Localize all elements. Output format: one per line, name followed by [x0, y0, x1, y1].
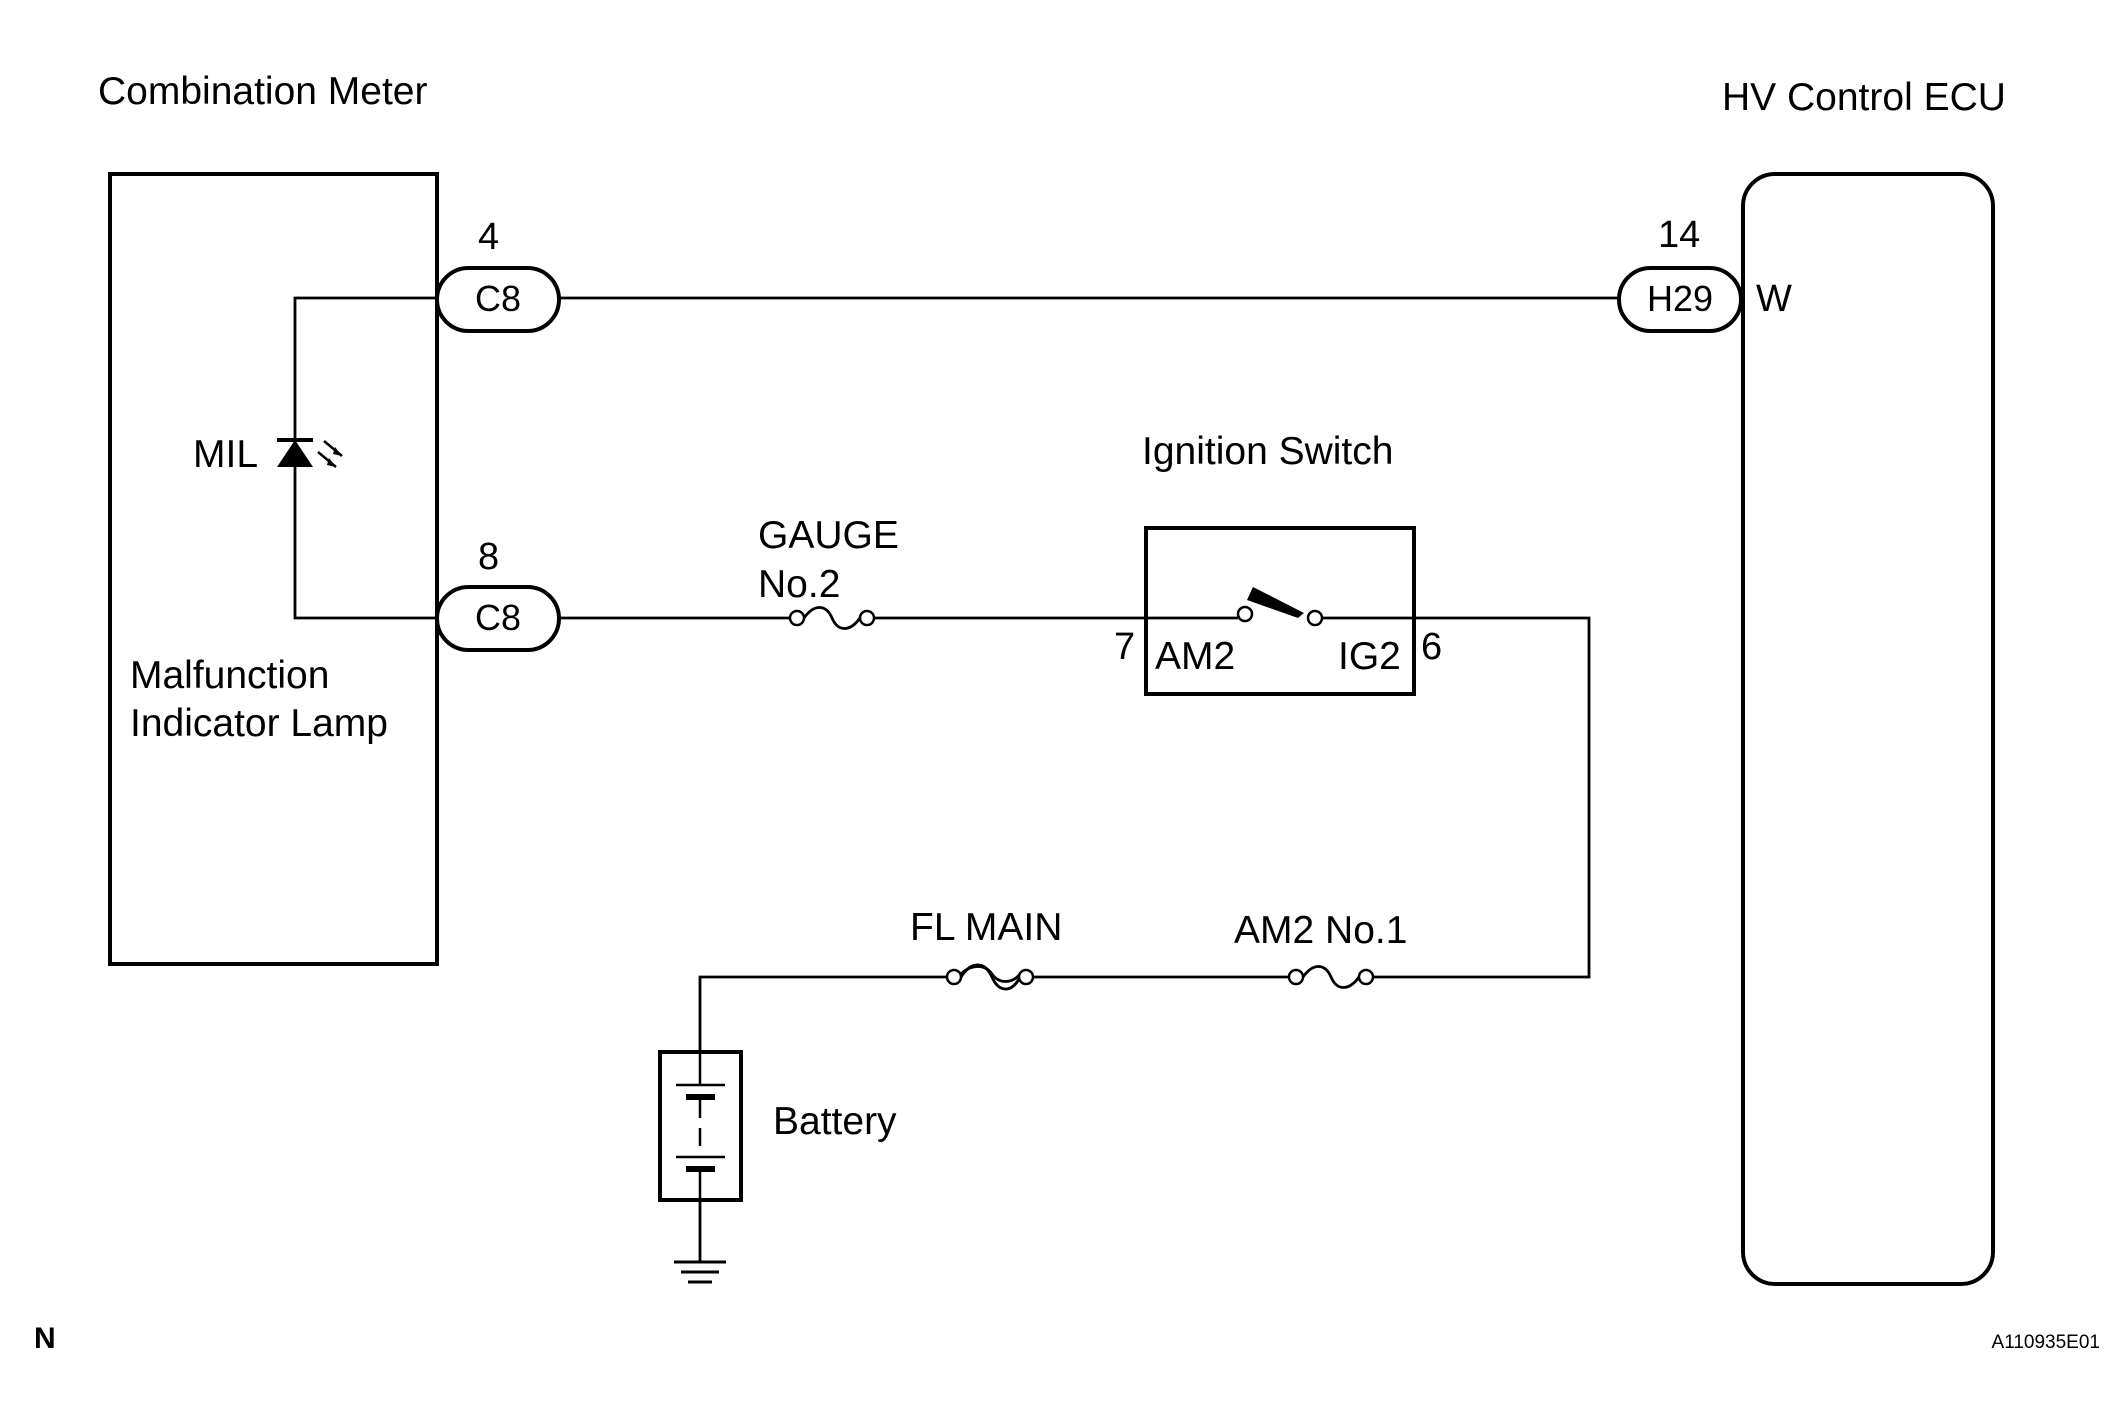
connector-h29-label: H29	[1647, 278, 1713, 319]
pin-8-number: 8	[478, 536, 499, 578]
battery-label: Battery	[773, 1100, 897, 1143]
led-icon	[277, 438, 343, 468]
ecu-terminal-w: W	[1756, 278, 1792, 320]
wire-ig2-to-am2-fuse	[1370, 616, 1591, 979]
combination-meter-box	[108, 172, 439, 966]
corner-letter: N	[34, 1322, 56, 1355]
pin-4-number: 4	[478, 216, 499, 258]
switch-contact-icon	[1146, 587, 1414, 627]
figure-code: A110935E01	[1992, 1332, 2100, 1353]
switch-pin-6: 6	[1421, 626, 1442, 668]
hv-ecu-box	[1741, 172, 1995, 1286]
connector-c8-top-label: C8	[475, 278, 521, 319]
pin-14-number: 14	[1658, 214, 1700, 256]
wire-fl-main-to-battery	[698, 975, 947, 1052]
fl-main-label: FL MAIN	[910, 906, 1062, 949]
battery-icon	[676, 1052, 725, 1200]
ignition-switch-box	[1144, 526, 1416, 696]
ground-icon	[674, 1260, 726, 1284]
am2-fuse-label: AM2 No.1	[1234, 909, 1407, 952]
connector-c8-top	[435, 266, 561, 333]
switch-terminal-ig2: IG2	[1338, 635, 1401, 678]
connector-c8-bottom-label: C8	[475, 597, 521, 638]
mil-description-line1: Malfunction	[130, 654, 329, 697]
mil-internal-wire	[293, 296, 437, 620]
am2-fuse-icon	[1287, 965, 1375, 989]
mil-label: MIL	[193, 433, 258, 476]
ignition-switch-title: Ignition Switch	[1142, 430, 1393, 473]
gauge-fuse-icon	[788, 606, 876, 630]
mil-description-line2: Indicator Lamp	[130, 702, 388, 745]
switch-terminal-am2: AM2	[1155, 635, 1235, 678]
gauge-fuse-label-line2: No.2	[758, 563, 840, 606]
fl-main-fuse-icon	[945, 963, 1035, 991]
gauge-fuse-label-line1: GAUGE	[758, 514, 899, 557]
connector-h29	[1617, 266, 1743, 333]
switch-pin-7: 7	[1114, 626, 1135, 668]
combination-meter-title: Combination Meter	[98, 70, 427, 113]
hv-ecu-title: HV Control ECU	[1722, 76, 2006, 119]
